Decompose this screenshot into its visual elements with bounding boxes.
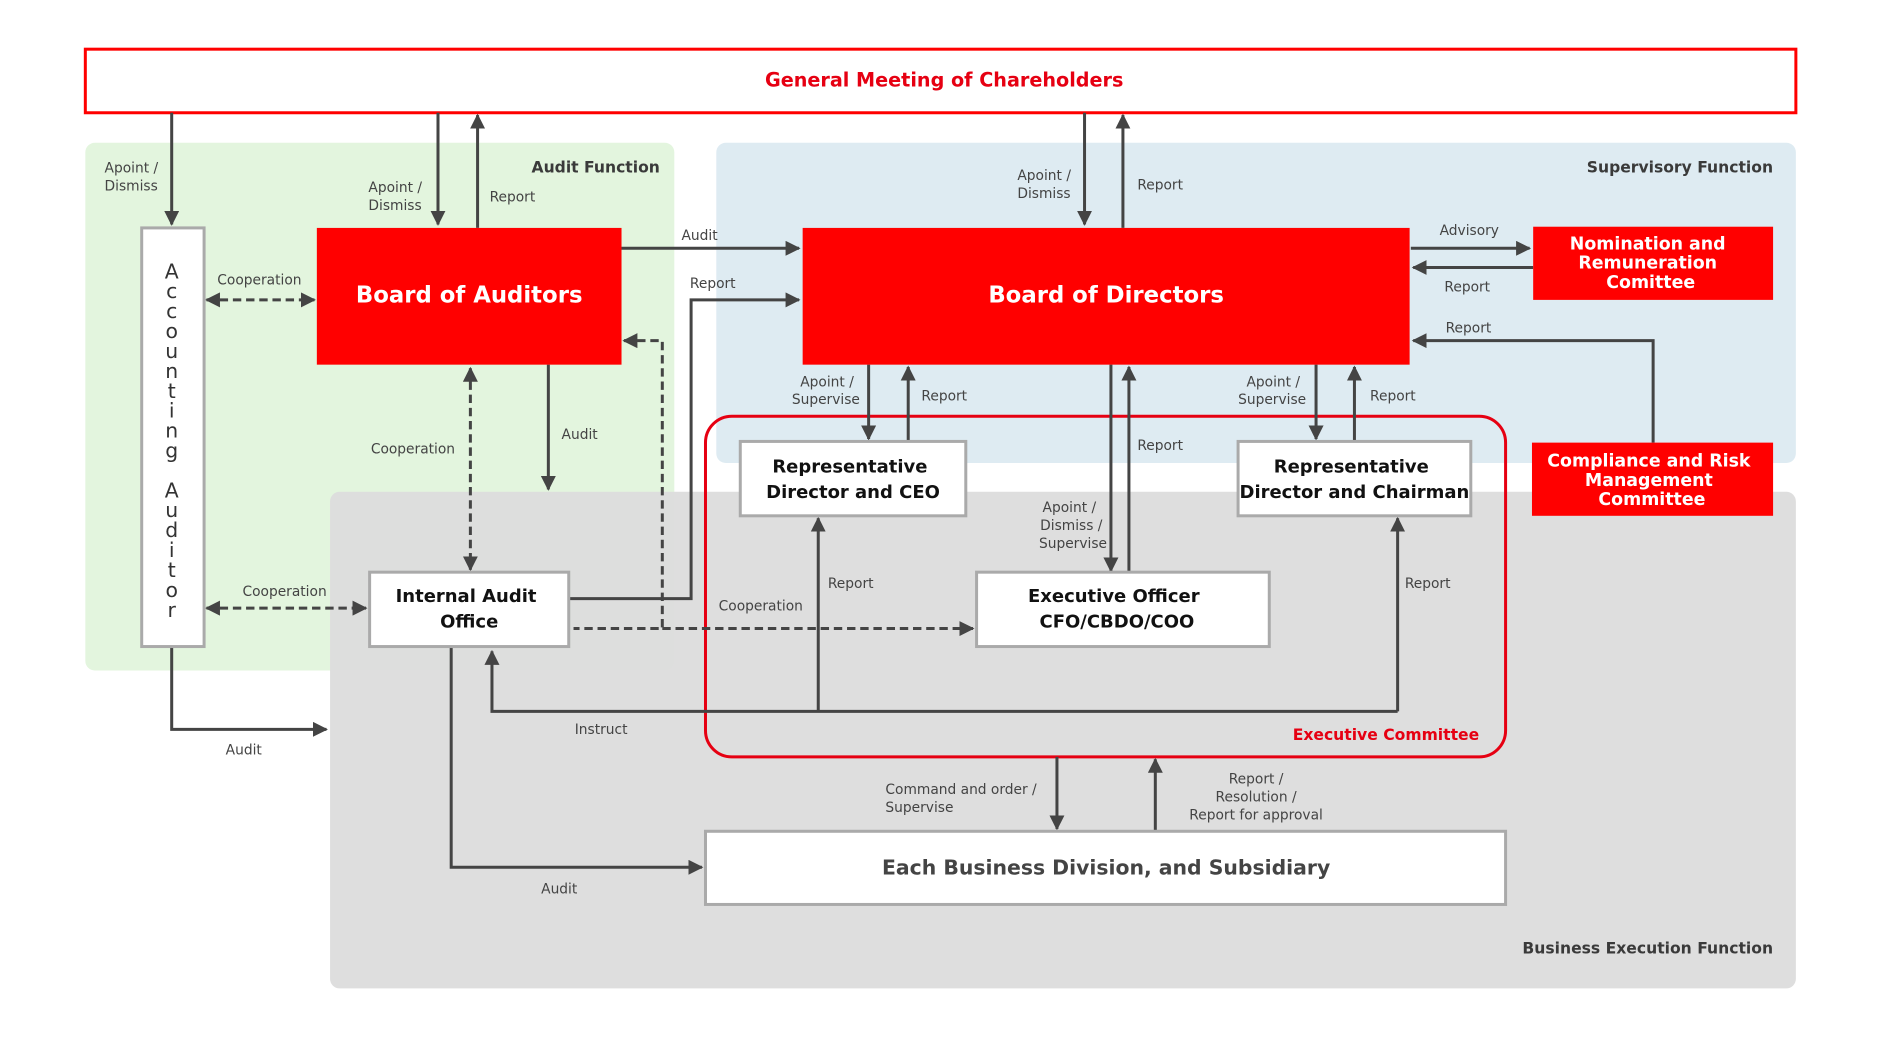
- shareholders-title: General Meeting of Chareholders: [765, 68, 1123, 91]
- accounting-auditor-letter: A: [165, 259, 179, 283]
- executive-committee-title: Executive Committee: [1293, 726, 1479, 744]
- rep-director-ceo-box[interactable]: [738, 439, 968, 518]
- label-ceo-report: Report: [921, 389, 967, 405]
- board-of-auditors-box[interactable]: [316, 227, 622, 365]
- business-execution-region: [330, 491, 1796, 989]
- accounting-auditor-letter: d: [165, 518, 178, 542]
- label-iao-eo-coop: Cooperation: [719, 599, 803, 615]
- label-boa-appoint: Apoint /Dismiss: [368, 180, 422, 214]
- arrow-aa-audit: [170, 647, 328, 737]
- supervisory-function-title: Supervisory Function: [1587, 159, 1773, 177]
- label-ceo-appoint: Apoint /Supervise: [792, 374, 860, 408]
- accounting-auditor-letter: r: [168, 598, 177, 622]
- executive-committee-frame: [703, 414, 1508, 759]
- accounting-auditor-letter: t: [168, 379, 176, 403]
- arrow-boa-dashed-return: [573, 333, 664, 631]
- accounting-auditor-letter: i: [169, 399, 175, 423]
- label-command: Command and order /Supervise: [885, 782, 1037, 816]
- label-boa-bod-audit: Audit: [681, 228, 718, 244]
- label-chair-report: Report: [1370, 389, 1416, 405]
- accounting-auditor-letter: g: [165, 439, 178, 463]
- label-aa-appoint: Apoint /Dismiss: [105, 161, 159, 195]
- accounting-auditor-letter: n: [165, 359, 178, 383]
- executive-officer-label: Executive Officer CFO/CBDO/COO: [1028, 586, 1206, 632]
- shareholders-box[interactable]: [83, 47, 1798, 115]
- rep-director-chairman-label: Representative Director and Chairman: [1240, 457, 1470, 503]
- accounting-auditor-letter: A: [165, 478, 179, 502]
- label-nom-report: Report: [1444, 279, 1490, 295]
- nomination-committee-label: Nomination and Remuneration Comittee: [1570, 235, 1732, 293]
- rep-director-ceo-label: Representative Director and CEO: [766, 457, 940, 503]
- label-chair-appoint: Apoint /Supervise: [1238, 374, 1306, 408]
- accounting-auditor-letter: t: [168, 558, 176, 582]
- label-bod-appoint: Apoint /Dismiss: [1017, 168, 1071, 202]
- board-of-directors-box[interactable]: [802, 227, 1410, 365]
- accounting-auditor-letter: o: [165, 578, 177, 602]
- label-iao-bd-audit: Audit: [541, 882, 578, 898]
- label-eo-report: Report: [1137, 438, 1183, 454]
- accounting-auditor-letter: c: [166, 299, 177, 323]
- business-division-box[interactable]: [703, 829, 1508, 906]
- label-ceo-from-below-report: Report: [828, 576, 874, 592]
- compliance-committee-label: Compliance and Risk Management Committee: [1547, 452, 1756, 510]
- compliance-committee-box[interactable]: [1531, 442, 1774, 516]
- audit-function-title: Audit Function: [532, 159, 660, 177]
- accounting-auditor-letter: i: [169, 538, 175, 562]
- label-bd-report: Report /Resolution /Report for approval: [1189, 771, 1323, 823]
- label-boa-report: Report: [490, 190, 536, 206]
- label-chair-from-below-report: Report: [1405, 576, 1451, 592]
- accounting-auditor-letter: u: [165, 339, 178, 363]
- rep-director-chairman-box[interactable]: [1236, 439, 1473, 518]
- label-aa-audit: Audit: [226, 743, 263, 759]
- label-bod-report: Report: [1137, 178, 1183, 194]
- label-iao-bod-report: Report: [690, 276, 736, 292]
- arrow-instruct: [484, 649, 1398, 713]
- internal-audit-office-label: Internal Audit Office: [396, 586, 543, 632]
- accounting-auditor-letter: o: [165, 319, 177, 343]
- label-eo-appoint: Apoint /Dismiss /Supervise: [1039, 500, 1107, 552]
- label-boa-audit: Audit: [562, 427, 599, 443]
- arrow-iao-to-bd-audit: [449, 647, 704, 875]
- arrow-iao-to-bod-report: [569, 292, 801, 601]
- internal-audit-office-box[interactable]: [368, 570, 571, 649]
- accounting-auditor-letter: u: [165, 498, 178, 522]
- connector-labels: Apoint /Dismiss Apoint /Dismiss Report A…: [105, 161, 1499, 898]
- accounting-auditor-box[interactable]: [140, 226, 206, 649]
- label-boa-iao-coop: Cooperation: [371, 441, 455, 457]
- label-instruct: Instruct: [575, 722, 628, 738]
- business-division-label: Each Business Division, and Subsidiary: [882, 855, 1330, 879]
- accounting-auditor-letter: n: [165, 419, 178, 443]
- executive-officer-box[interactable]: [975, 570, 1271, 649]
- arrow-comp-to-bod: [1411, 333, 1655, 443]
- board-of-directors-label: Board of Directors: [988, 282, 1224, 308]
- label-comp-report: Report: [1446, 320, 1492, 336]
- label-aa-iao-coop: Cooperation: [242, 584, 326, 600]
- business-execution-title: Business Execution Function: [1522, 940, 1773, 958]
- label-aa-boa-coop: Cooperation: [217, 272, 301, 288]
- accounting-auditor-letter: c: [166, 279, 177, 303]
- board-of-auditors-label: Board of Auditors: [356, 282, 583, 308]
- connectors: [164, 112, 1655, 875]
- nomination-committee-box[interactable]: [1533, 226, 1774, 300]
- label-nom-advisory: Advisory: [1440, 223, 1499, 239]
